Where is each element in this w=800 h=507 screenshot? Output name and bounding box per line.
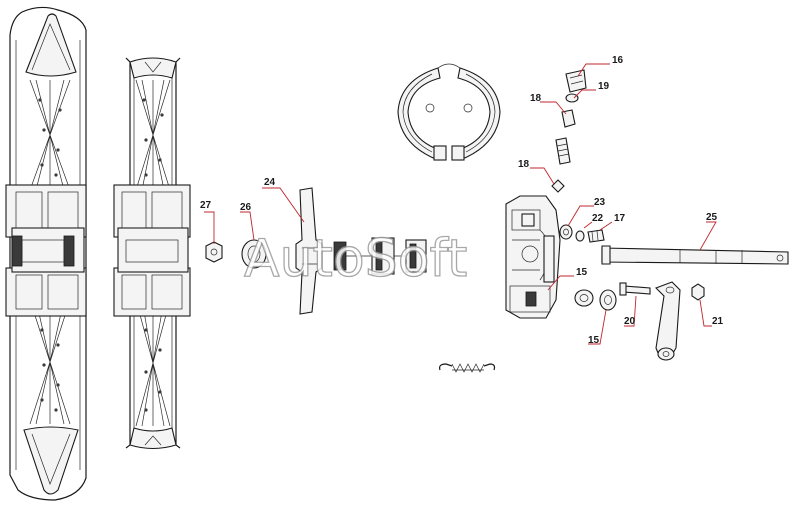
- washer-23: [559, 224, 573, 240]
- callout-numbers: 16 18 19 18 27 24 26 23 22 17 25 15 15 2…: [200, 55, 724, 346]
- bolt-20: [619, 282, 651, 296]
- brake-lever: [655, 281, 681, 361]
- brake-shoes: [397, 63, 501, 161]
- callout-25: 25: [706, 212, 718, 223]
- bearings: [333, 237, 427, 275]
- callout-24: 24: [264, 177, 276, 188]
- spring-18: [551, 109, 576, 193]
- washer-19: [565, 93, 579, 103]
- callout-16: 16: [612, 55, 624, 66]
- callout-15-lower: 15: [588, 335, 600, 346]
- wheel-with-tire: [5, 6, 87, 501]
- callout-22: 22: [592, 213, 604, 224]
- callout-19: 19: [598, 81, 610, 92]
- callout-15-upper: 15: [576, 267, 588, 278]
- nut-21: [691, 283, 705, 301]
- washers-15: [574, 289, 617, 311]
- callout-23: 23: [594, 197, 606, 208]
- bolt-16: [565, 69, 587, 93]
- bolt-17: [587, 229, 605, 243]
- callout-18-upper: 18: [530, 93, 542, 104]
- callout-20: 20: [624, 316, 636, 327]
- axle-25: [601, 245, 789, 265]
- nut-27: [205, 241, 223, 263]
- callout-26: 26: [240, 202, 252, 213]
- brake-hub-assembly: [505, 195, 561, 319]
- washer-22: [575, 230, 585, 242]
- callout-27: 27: [200, 200, 212, 211]
- callout-leaders: [204, 63, 717, 345]
- callout-21: 21: [712, 316, 724, 327]
- callout-17: 17: [614, 213, 626, 224]
- return-spring: [439, 363, 496, 373]
- watermark: AutoSoft: [244, 229, 467, 289]
- callout-18-lower: 18: [518, 159, 530, 170]
- wheel-rim: [113, 57, 191, 450]
